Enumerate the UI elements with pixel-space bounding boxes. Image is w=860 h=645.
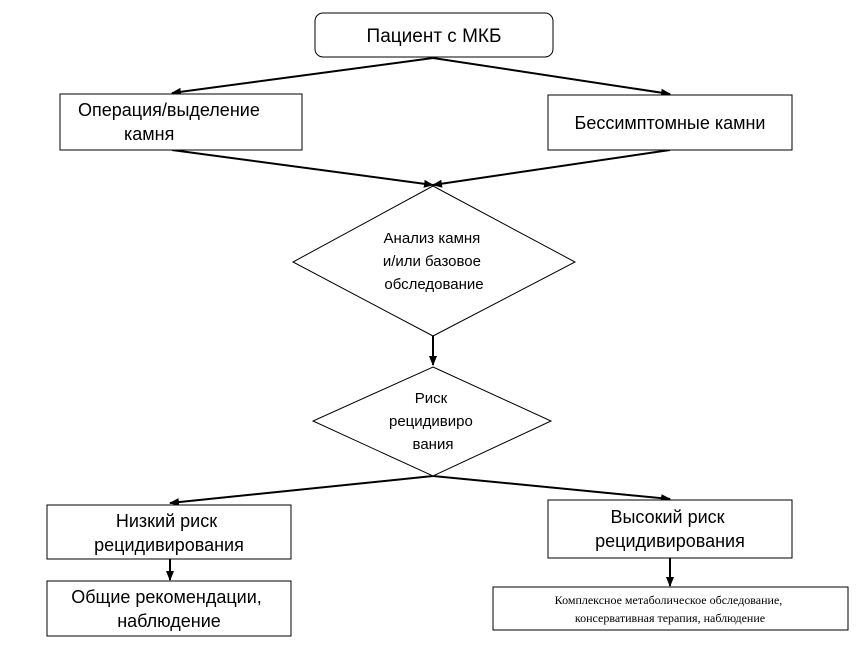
edge-asymptomatic-analysis: [432, 149, 671, 188]
node-patient: Пациент с МКБ: [314, 12, 554, 58]
edge-patient-operation: [171, 57, 434, 96]
node-high-risk-label: Высокий риск рецидивирования: [595, 507, 745, 551]
node-low-risk: Низкий риск рецидивирования: [46, 504, 292, 560]
node-complex-exam-label: Комплексное метаболическое обследование,…: [555, 593, 786, 625]
node-operation-shape: [59, 93, 303, 151]
node-analysis: Анализ камня и/или базовое обследование: [291, 185, 577, 337]
node-high-risk-shape: [547, 499, 793, 559]
node-patient-shape: [314, 12, 554, 58]
node-asymptomatic-shape: [547, 94, 793, 151]
node-general-recs: Общие рекомендации, наблюдение: [46, 580, 292, 637]
node-risk-label: Риск рецидивиро вания: [389, 390, 477, 453]
node-analysis-shape: [291, 185, 577, 337]
edge-risk-high: [432, 475, 671, 503]
node-complex-exam-shape: [492, 586, 849, 631]
edge-patient-asymptomatic: [432, 57, 671, 97]
node-low-risk-label: Низкий риск рецидивирования: [94, 511, 244, 555]
edge-operation-analysis: [171, 149, 434, 188]
node-complex-exam: Комплексное метаболическое обследование,…: [492, 586, 849, 631]
node-risk: Риск рецидивиро вания: [311, 366, 553, 477]
node-risk-shape: [311, 366, 553, 477]
node-asymptomatic-label: Бессимптомные камни: [575, 113, 766, 133]
node-low-risk-shape: [46, 504, 292, 560]
node-patient-label: Пациент с МКБ: [367, 26, 502, 47]
node-general-recs-shape: [46, 580, 292, 637]
node-high-risk: Высокий риск рецидивирования: [547, 499, 793, 559]
node-operation-label: Операция/выделение камня: [78, 100, 265, 144]
node-operation: Операция/выделение камня: [59, 93, 303, 151]
node-analysis-label: Анализ камня и/или базовое обследование: [383, 230, 485, 293]
node-general-recs-label: Общие рекомендации, наблюдение: [71, 587, 267, 631]
node-asymptomatic: Бессимптомные камни: [547, 94, 793, 151]
edges: [166, 57, 674, 587]
edge-risk-low: [169, 475, 434, 507]
